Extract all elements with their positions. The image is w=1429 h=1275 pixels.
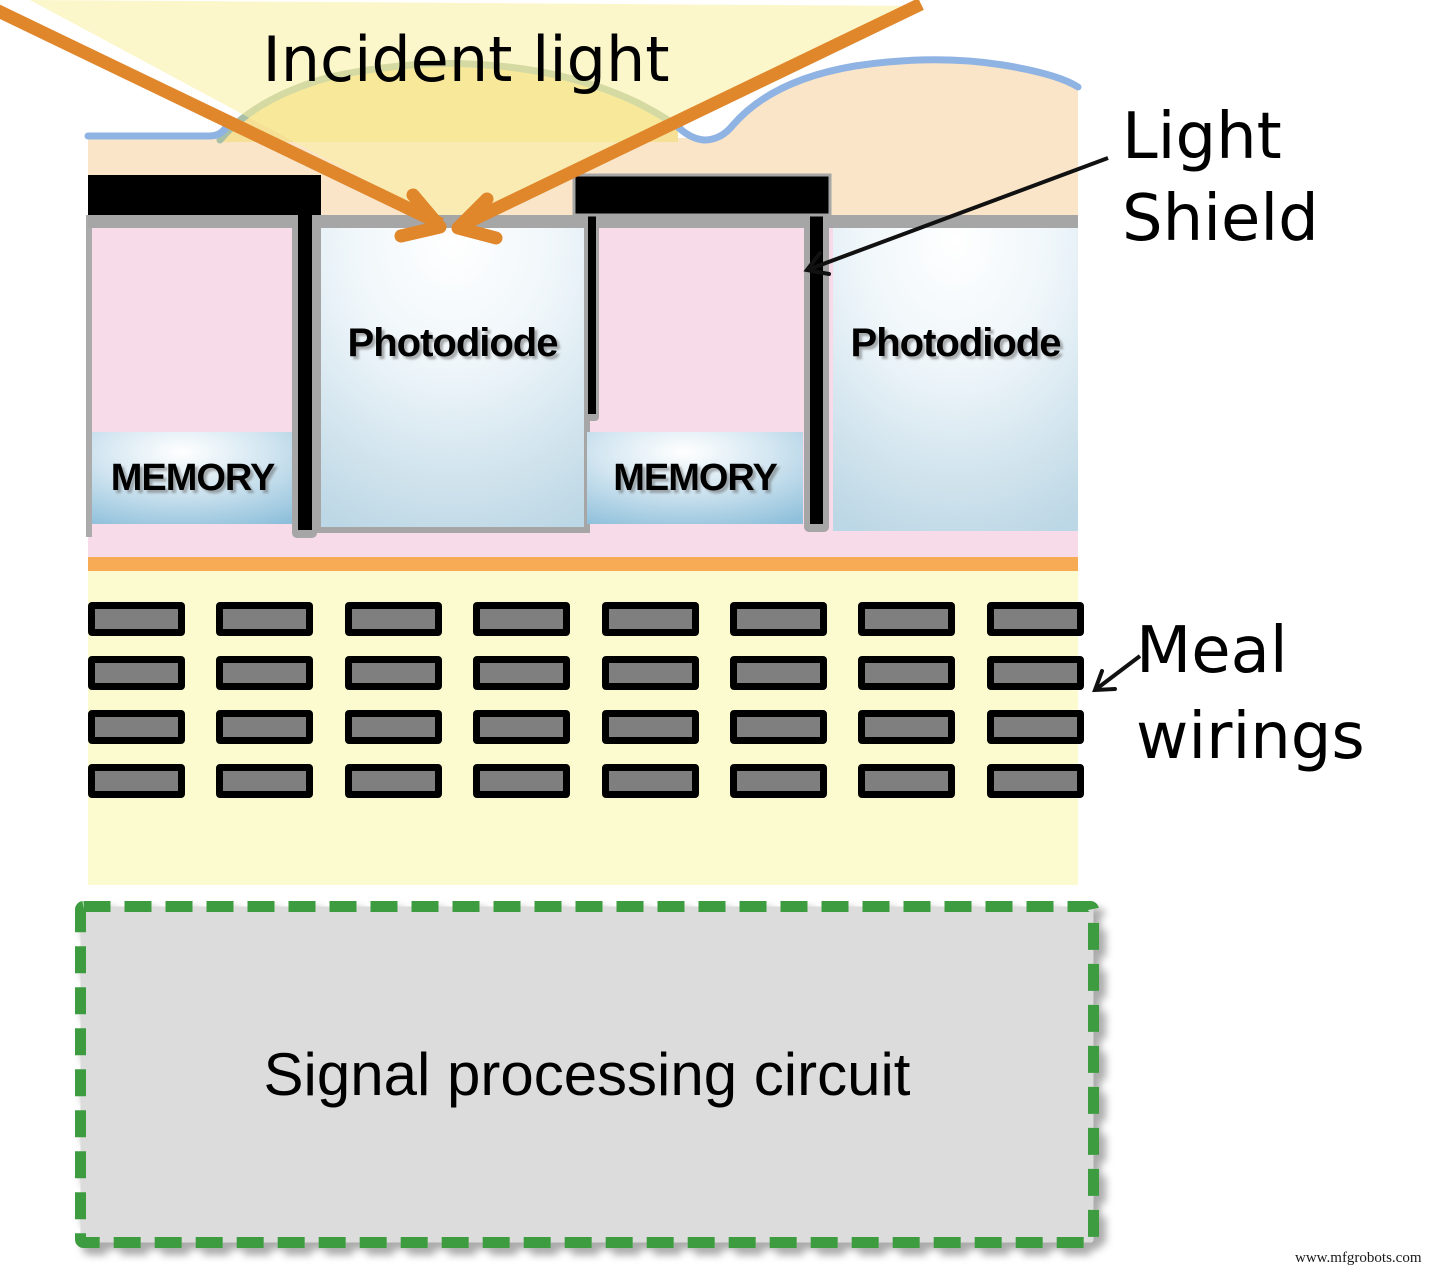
metal-wire <box>473 602 570 636</box>
metal-wire <box>473 710 570 744</box>
wirings-arrowhead-icon <box>1092 669 1117 693</box>
metal-wire <box>987 764 1084 798</box>
metal-wirings-label-line2: wirings <box>1136 700 1365 774</box>
metal-wire <box>858 764 955 798</box>
light-shield-label-line2: Shield <box>1122 182 1319 256</box>
metal-wirings-label: Meal wirings <box>1136 608 1365 780</box>
incident-light-cone <box>30 0 918 231</box>
metal-wire <box>345 710 442 744</box>
light-shield-1 <box>88 175 321 215</box>
metal-wire <box>216 764 313 798</box>
photodiode-2-label: Photodiode <box>850 321 1062 365</box>
memory-2-label: MEMORY <box>613 456 778 499</box>
shield-2-thin-line <box>588 213 596 414</box>
metal-wire <box>987 656 1084 690</box>
metal-wire <box>858 710 955 744</box>
metal-wire <box>987 602 1084 636</box>
photodiode-2-region <box>833 215 1078 531</box>
light-shield-arrowhead-icon <box>803 251 831 276</box>
metal-wire <box>216 656 313 690</box>
metal-wire <box>88 656 185 690</box>
ray-arrowhead-left-icon <box>394 188 447 243</box>
light-ray-left <box>0 4 444 230</box>
metal-wire <box>602 710 699 744</box>
metal-wire <box>730 764 827 798</box>
metal-wire <box>602 764 699 798</box>
metal-wire <box>730 710 827 744</box>
light-shield-2 <box>572 173 832 217</box>
photodiode-1-region <box>315 213 590 533</box>
metal-wire <box>216 602 313 636</box>
memory-1-label: MEMORY <box>110 456 276 499</box>
metal-wire <box>216 710 313 744</box>
microlens-2-outline <box>674 56 1082 144</box>
metal-wire <box>602 656 699 690</box>
signal-processing-label: Signal processing circuit <box>263 1041 911 1108</box>
metal-wire <box>88 710 185 744</box>
wirings-arrow <box>1093 654 1142 692</box>
light-shield-label-line1: Light <box>1122 100 1282 174</box>
shield-1-vertical-bar <box>298 211 312 530</box>
memory-1-region <box>88 432 297 524</box>
metal-wire <box>858 656 955 690</box>
metal-wire <box>345 602 442 636</box>
shield-2-vertical-bar <box>810 211 823 524</box>
light-shield-arrow <box>806 156 1109 272</box>
metal-wire <box>987 710 1084 744</box>
ray-arrowhead-right-icon <box>451 192 503 245</box>
metal-wire <box>730 602 827 636</box>
incident-light-label: Incident light <box>262 23 670 96</box>
light-ray-right <box>461 0 924 230</box>
photodiode-1-label: Photodiode <box>347 321 559 365</box>
memory-2-region <box>587 432 803 524</box>
metal-wiring-grid <box>88 602 1084 802</box>
orange-band <box>88 557 1078 571</box>
signal-processing-box <box>75 901 1099 1248</box>
metal-wire <box>602 602 699 636</box>
surface-coating-line <box>84 120 232 140</box>
metal-wire <box>473 764 570 798</box>
metal-wire <box>730 656 827 690</box>
left-edge-line <box>86 215 92 537</box>
metal-wire <box>345 764 442 798</box>
metal-wire <box>88 602 185 636</box>
metal-wire <box>88 764 185 798</box>
metal-wire <box>858 602 955 636</box>
metal-wire <box>345 656 442 690</box>
metal-wire <box>473 656 570 690</box>
metal-wirings-label-line1: Meal <box>1136 614 1288 688</box>
oxide-strip <box>88 215 1078 228</box>
watermark-text: www.mfgrobots.com <box>1295 1250 1422 1266</box>
